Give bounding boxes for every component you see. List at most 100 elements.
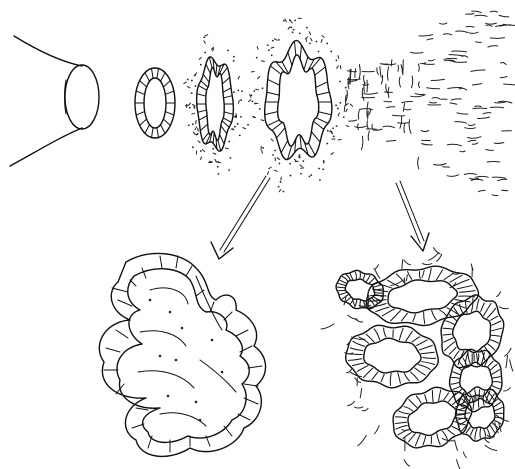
cell-wall xyxy=(224,312,232,320)
cell-wall xyxy=(248,366,262,368)
cell-ring-icon xyxy=(135,68,175,138)
matrix-speck xyxy=(192,146,194,148)
matrix-speck xyxy=(233,60,235,62)
fiber-strand xyxy=(449,55,464,56)
fiber-strand xyxy=(418,157,419,169)
matrix-speck xyxy=(322,168,324,170)
fiber-strand xyxy=(504,84,515,85)
fiber-strand xyxy=(502,190,508,191)
matrix-speck xyxy=(331,132,333,134)
matrix-fleck xyxy=(281,177,282,180)
matrix-fleck xyxy=(187,87,190,88)
fiber-strand xyxy=(476,42,482,43)
cell-wall xyxy=(210,302,214,312)
fiber-strand xyxy=(377,68,379,75)
fiber-strand xyxy=(475,176,488,177)
matrix-fleck xyxy=(196,121,197,124)
matrix-fleck xyxy=(288,27,290,29)
matrix-speck xyxy=(272,154,274,156)
matrix-speck xyxy=(218,173,220,175)
cell-wall xyxy=(267,120,279,126)
fiber-strand xyxy=(455,122,467,124)
fiber-strand xyxy=(355,69,356,78)
folded-epithelium-icon xyxy=(247,18,352,192)
matrix-fleck xyxy=(322,36,324,38)
cell-wall xyxy=(244,384,258,386)
matrix-fleck xyxy=(202,150,204,152)
fiber-strand xyxy=(475,106,481,107)
matrix-speck xyxy=(339,81,341,83)
matrix-fleck xyxy=(338,113,339,116)
fiber-strand xyxy=(422,264,432,265)
cell-wall xyxy=(198,86,206,90)
cell-wall xyxy=(160,256,162,268)
matrix-speck xyxy=(329,130,331,132)
cell-wall xyxy=(198,110,207,112)
matrix-speck xyxy=(293,29,295,31)
matrix-fleck xyxy=(192,113,195,114)
down-right-arrow-icon xyxy=(396,181,429,251)
fiber-strand xyxy=(468,124,475,126)
fiber-strand xyxy=(428,60,434,61)
open-tube-icon xyxy=(10,36,99,166)
fiber-strand xyxy=(468,137,481,139)
matrix-fleck xyxy=(300,165,302,167)
cell-wall xyxy=(300,45,301,59)
cell-wall xyxy=(218,140,221,151)
cell-wall xyxy=(200,124,207,130)
fiber-strand xyxy=(473,108,487,109)
matrix-fleck xyxy=(309,32,310,35)
fiber-strand xyxy=(457,460,462,469)
matrix-fleck xyxy=(198,141,200,143)
fiber-strand xyxy=(462,56,468,58)
matrix-speck xyxy=(192,123,194,125)
fiber-strand xyxy=(402,102,413,103)
fiber-strand xyxy=(452,51,467,52)
cell-wall xyxy=(145,73,150,82)
matrix-speck xyxy=(289,163,291,165)
matrix-fleck xyxy=(238,76,239,79)
fiber-strand xyxy=(402,429,410,430)
matrix-speck xyxy=(327,130,329,132)
matrix-speck xyxy=(326,143,328,145)
cell-wall xyxy=(267,92,279,95)
matrix-speck xyxy=(217,166,219,168)
fiber-strand xyxy=(472,84,482,85)
fiber-strand xyxy=(360,388,361,397)
fiber-strand xyxy=(381,75,382,84)
matrix-speck xyxy=(240,99,242,101)
cell-wall xyxy=(311,132,320,142)
matrix-speck xyxy=(337,108,339,110)
fiber-strand xyxy=(411,95,425,97)
matrix-fleck xyxy=(350,104,352,106)
matrix-fleck xyxy=(271,47,274,48)
fiber-strand xyxy=(500,77,507,78)
fiber-strand xyxy=(363,84,369,85)
matrix-speck xyxy=(289,19,291,21)
fiber-strand xyxy=(419,35,433,36)
fiber-strand xyxy=(362,408,368,410)
cell-wall xyxy=(163,119,170,125)
cell-wall xyxy=(224,96,233,98)
fiber-strand xyxy=(455,440,458,450)
cell-wall xyxy=(136,112,144,115)
matrix-speck xyxy=(283,20,285,22)
matrix-speck xyxy=(299,157,301,159)
matrix-speck xyxy=(237,123,239,125)
fiber-strand xyxy=(358,435,366,445)
matrix-speck xyxy=(278,186,280,188)
matrix-fleck xyxy=(285,19,286,22)
matrix-speck xyxy=(228,169,230,171)
fiber-strand xyxy=(429,253,439,261)
fiber-strand xyxy=(483,113,491,114)
matrix-fleck xyxy=(213,153,216,154)
fiber-strand xyxy=(358,124,359,130)
cell-wall xyxy=(176,256,178,268)
matrix-speck xyxy=(268,49,270,51)
fiber-strand xyxy=(492,177,505,178)
fiber-strand xyxy=(460,151,465,152)
matrix-speck xyxy=(193,107,195,109)
fiber-strand xyxy=(393,115,405,116)
cyst xyxy=(344,323,440,390)
